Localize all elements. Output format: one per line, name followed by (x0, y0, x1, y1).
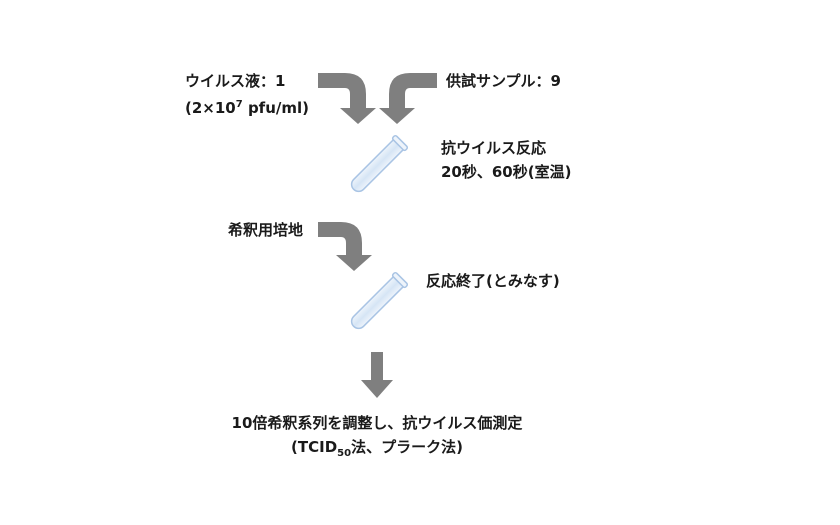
curved-arrow-dilution-icon (318, 222, 372, 271)
titer-unit: pfu/ml) (242, 99, 309, 117)
test-tube-icon (350, 271, 409, 330)
dilution-medium-label: 希釈用培地 (228, 221, 304, 239)
measurement-methods: (TCID50法、プラーク法) (170, 435, 584, 466)
tcid-text: (TCID (291, 438, 338, 456)
measurement-title: 10倍希釈系列を調整し、抗ウイルス価測定 (231, 414, 523, 432)
curved-arrow-left-icon (318, 73, 376, 124)
methods-text: 法、プラーク法) (351, 438, 463, 456)
antiviral-reaction-title: 抗ウイルス反応 (441, 139, 547, 157)
antiviral-reaction-label: 抗ウイルス反応 20秒、60秒(室温) (441, 136, 571, 184)
antiviral-reaction-conditions: 20秒、60秒(室温) (441, 163, 572, 181)
curved-arrow-right-icon (379, 73, 437, 124)
test-tube-icon (350, 134, 409, 193)
measurement-label: 10倍希釈系列を調整し、抗ウイルス価測定 (TCID50法、プラーク法) (170, 411, 584, 466)
down-arrow-icon (361, 352, 393, 398)
titer-base: (2×10 (185, 99, 236, 117)
titer-exponent: 7 (235, 99, 243, 110)
test-sample-label: 供試サンプル：9 (446, 72, 561, 90)
tcid-subscript: 50 (337, 448, 352, 459)
virus-solution-ratio: ウイルス液：1 (185, 72, 286, 90)
virus-solution-label: ウイルス液：1 (2×107 pfu/ml) (185, 69, 309, 120)
reaction-end-label: 反応終了(とみなす) (426, 272, 560, 290)
virus-solution-titer: (2×107 pfu/ml) (185, 93, 309, 120)
